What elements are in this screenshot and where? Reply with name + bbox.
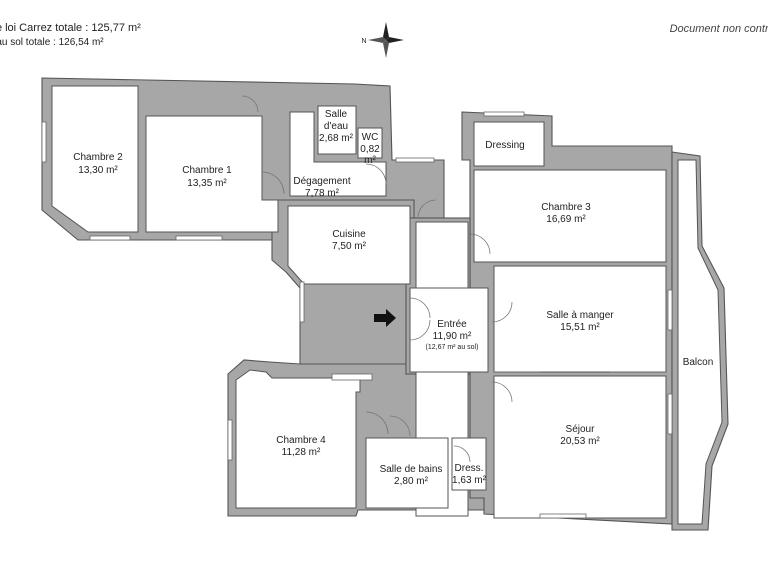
disclaimer-text: Document non contractuel [669, 23, 768, 35]
room-salle-bains [365, 437, 449, 509]
salle-eau-area: 2,68 m² [319, 133, 354, 144]
floor-total-text: e au sol totale : 126,54 m² [0, 37, 104, 48]
salle-a-manger-area: 15,51 m² [560, 322, 600, 333]
salle-bains-name: Salle de bains [380, 464, 443, 475]
room-salle-a-manger [493, 265, 667, 373]
room-sejour [493, 375, 667, 519]
dress-area: 1,63 m² [452, 475, 487, 486]
room-chambre-2 [51, 85, 139, 233]
entree-floor-note: (12,67 m² au sol) [426, 344, 479, 351]
room-balcon [677, 159, 723, 525]
wc-area: 0,82 [360, 144, 380, 155]
room-cuisine [287, 205, 411, 285]
chambre-4-name: Chambre 4 [276, 435, 326, 446]
chambre-1-name: Chambre 1 [182, 165, 232, 176]
chambre-2-name: Chambre 2 [73, 152, 123, 163]
cuisine-area: 7,50 m² [332, 241, 367, 252]
chambre-3-area: 16,69 m² [546, 214, 586, 225]
salle-a-manger-name: Salle à manger [546, 310, 614, 321]
windows [41, 111, 673, 519]
room-chambre-1 [145, 115, 279, 233]
dressing-name: Dressing [485, 140, 524, 151]
chambre-2-area: 13,30 m² [78, 165, 118, 176]
salle-eau-name-1: Salle [325, 109, 348, 120]
degagement-area: 7,78 m² [305, 188, 340, 199]
wc-area-unit: m² [364, 155, 376, 166]
room-entree-main [409, 287, 489, 373]
salle-eau-name-2: d'eau [324, 121, 348, 132]
compass-rose-icon: N [361, 22, 404, 58]
entree-area: 11,90 m² [433, 331, 472, 342]
doors [241, 95, 666, 463]
chambre-1-area: 13,35 m² [187, 178, 227, 189]
dress-name: Dress. [455, 463, 484, 474]
degagement-name: Dégagement [293, 176, 350, 187]
balcon-name: Balcon [683, 357, 714, 368]
chambre-3-name: Chambre 3 [541, 202, 591, 213]
room-salle-eau [317, 105, 357, 155]
wc-name: WC [362, 132, 379, 143]
room-degagement [289, 111, 387, 197]
chambre-4-area: 11,28 m² [282, 447, 321, 458]
room-dressing [473, 121, 545, 167]
room-chambre-3 [473, 169, 667, 263]
room-wc [357, 127, 383, 159]
salle-bains-area: 2,80 m² [394, 476, 429, 487]
cuisine-name: Cuisine [332, 229, 366, 240]
entree-name: Entrée [437, 319, 467, 330]
entrance-arrow-icon [374, 309, 396, 327]
room-chambre-4 [235, 369, 361, 509]
compass-north-label: N [361, 38, 366, 45]
carrez-total-text: cie loi Carrez totale : 125,77 m² [0, 22, 141, 34]
sejour-area: 20,53 m² [560, 436, 600, 447]
sejour-name: Séjour [566, 424, 596, 435]
